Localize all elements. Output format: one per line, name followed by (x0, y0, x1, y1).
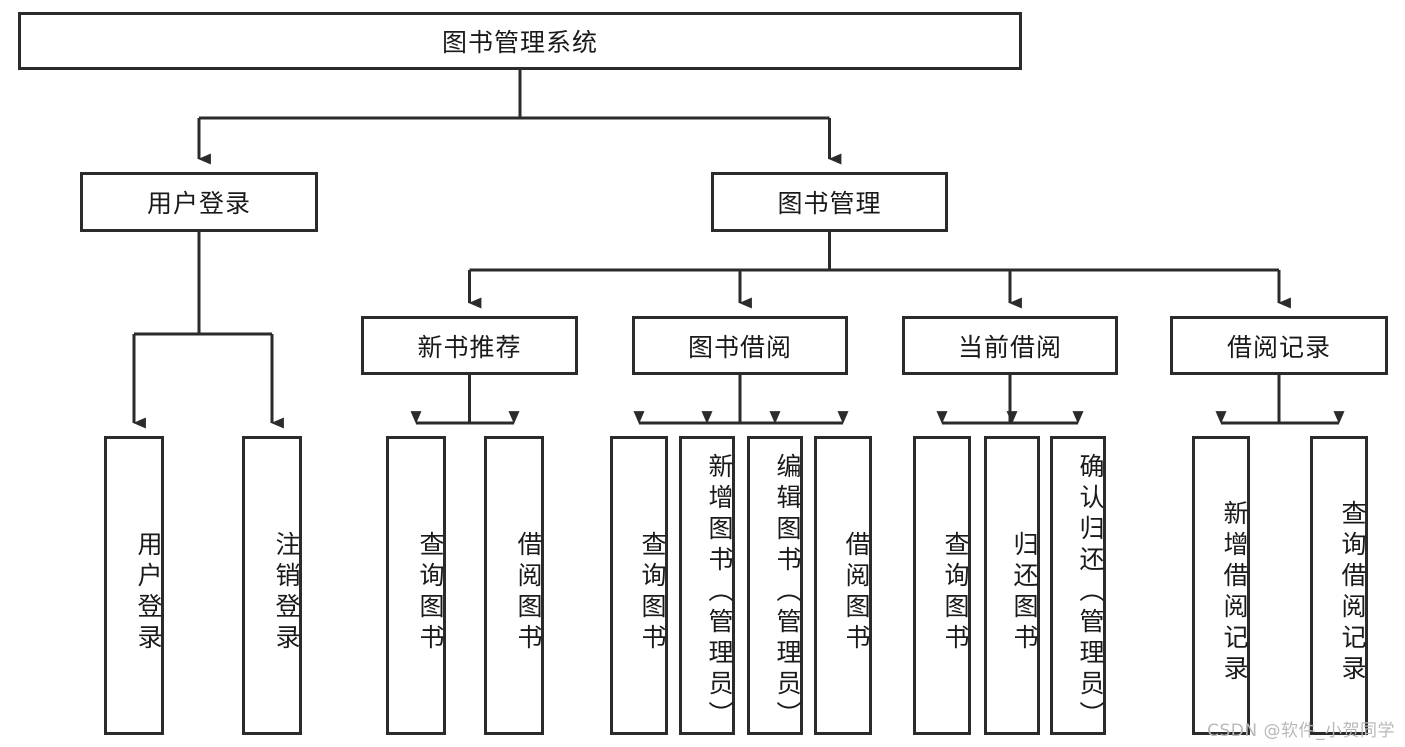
node-label: 新增借阅记录 (1220, 499, 1249, 686)
node-leaf-logout[interactable]: 注销登录 (242, 436, 302, 735)
node-root[interactable]: 图书管理系统 (18, 12, 1022, 70)
node-book-borrow[interactable]: 图书借阅 (632, 316, 848, 375)
node-leaf-query-book-current[interactable]: 查询图书 (913, 436, 971, 735)
node-label: 新增图书（管理员） (705, 453, 734, 732)
node-leaf-query-borrow-record[interactable]: 查询借阅记录 (1310, 436, 1368, 735)
node-label: 确认归还（管理员） (1076, 453, 1105, 732)
node-label: 借阅图书 (514, 530, 543, 655)
node-label: 编辑图书（管理员） (773, 453, 802, 732)
node-label: 用户登录 (146, 189, 251, 218)
node-label: 当前借阅 (957, 332, 1062, 362)
node-leaf-confirm-return-admin[interactable]: 确认归还（管理员） (1050, 436, 1106, 735)
node-label: 借阅记录 (1226, 332, 1331, 362)
node-label: 查询借阅记录 (1338, 499, 1367, 686)
node-borrow-record[interactable]: 借阅记录 (1170, 316, 1388, 375)
node-leaf-borrow-book[interactable]: 借阅图书 (814, 436, 872, 735)
node-book-manage[interactable]: 图书管理 (711, 172, 948, 232)
node-label: 图书管理系统 (441, 28, 598, 57)
node-current-borrow[interactable]: 当前借阅 (902, 316, 1118, 375)
node-label: 查询图书 (638, 530, 667, 655)
node-label: 借阅图书 (842, 530, 871, 655)
node-leaf-return-book[interactable]: 归还图书 (984, 436, 1040, 735)
node-label: 新书推荐 (417, 332, 522, 362)
node-label: 归还图书 (1010, 530, 1039, 655)
node-leaf-user-login[interactable]: 用户登录 (104, 436, 164, 735)
node-user-login[interactable]: 用户登录 (80, 172, 318, 232)
node-label: 查询图书 (941, 530, 970, 655)
node-leaf-query-book-borrow[interactable]: 查询图书 (610, 436, 668, 735)
node-leaf-query-book-recommend[interactable]: 查询图书 (386, 436, 446, 735)
node-label: 注销登录 (272, 530, 301, 655)
node-label: 图书借阅 (687, 332, 792, 362)
node-label: 查询图书 (416, 530, 445, 655)
node-leaf-add-book-admin[interactable]: 新增图书（管理员） (679, 436, 735, 735)
node-leaf-borrow-book-recommend[interactable]: 借阅图书 (484, 436, 544, 735)
node-leaf-edit-book-admin[interactable]: 编辑图书（管理员） (747, 436, 803, 735)
node-label: 图书管理 (777, 189, 882, 218)
node-leaf-add-borrow-record[interactable]: 新增借阅记录 (1192, 436, 1250, 735)
node-new-book-recommend[interactable]: 新书推荐 (361, 316, 578, 375)
node-label: 用户登录 (134, 530, 163, 655)
